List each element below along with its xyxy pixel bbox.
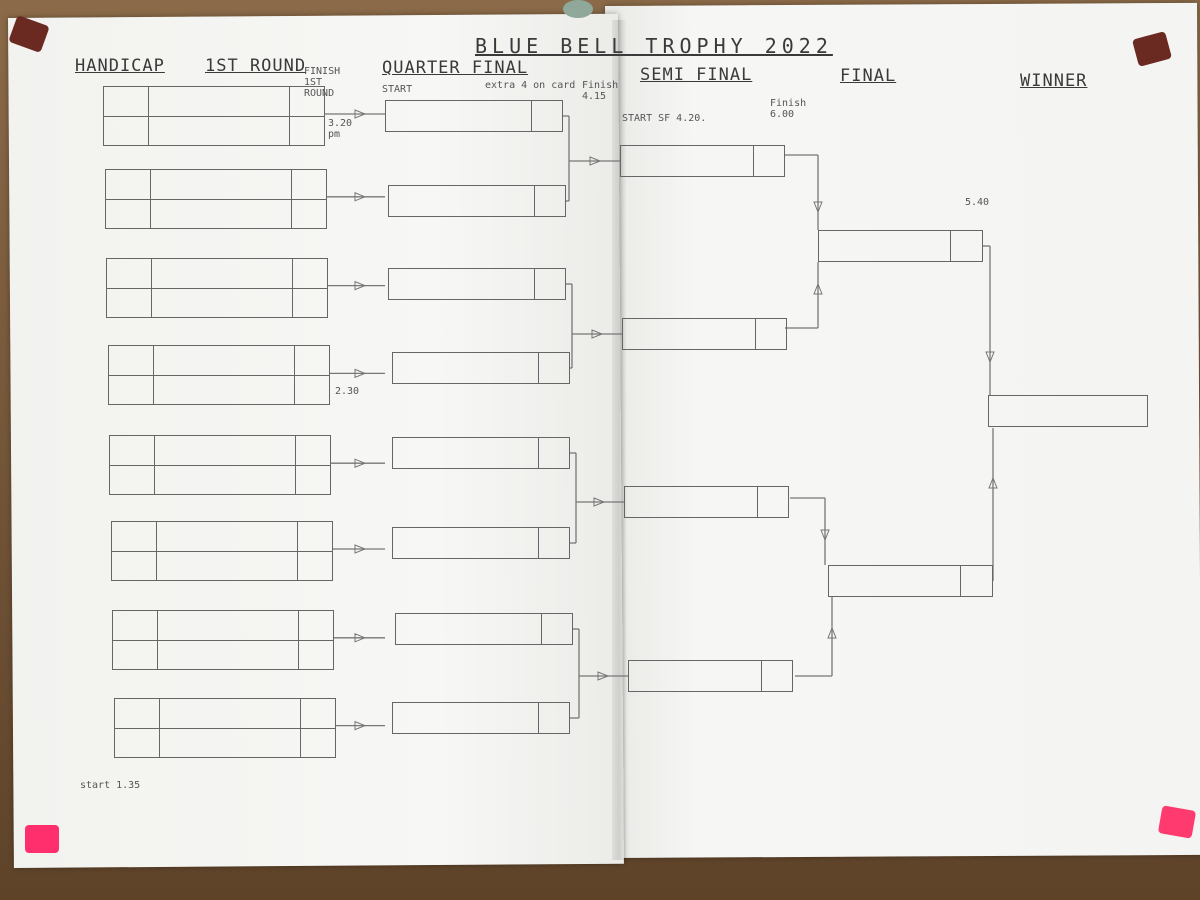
- quarter-final-divider: [538, 702, 539, 734]
- first-round-arrow: [354, 633, 367, 643]
- final-box: [828, 565, 993, 597]
- quarter-final-box: [385, 100, 563, 132]
- first-round-arrow: [354, 720, 367, 731]
- quarter-final-box: [392, 437, 570, 469]
- first-round-arrow: [354, 280, 367, 291]
- first-round-col-divider: [292, 257, 293, 318]
- note-time-230: 2.30: [335, 386, 360, 397]
- semi-final-divider: [757, 486, 758, 518]
- sf-arrow: [820, 529, 830, 542]
- first-round-col-divider: [296, 521, 298, 581]
- first-round-arrow: [354, 192, 367, 202]
- quarter-final-divider: [541, 613, 542, 645]
- note-start-135: start 1.35: [80, 780, 141, 791]
- quarter-final-box: [395, 613, 573, 645]
- winner-box: [988, 395, 1148, 427]
- final-divider: [950, 230, 951, 262]
- quarter-final-divider: [538, 352, 539, 384]
- first-round-col-divider: [157, 609, 158, 670]
- first-round-col-divider: [158, 697, 160, 758]
- note-finish-first-round: FINISH 1ST ROUND: [304, 66, 341, 99]
- quarter-final-divider: [534, 185, 535, 217]
- header-handicap: HANDICAP: [75, 56, 165, 76]
- first-round-col-divider: [289, 86, 290, 146]
- header-quarter-final: QUARTER FINAL: [382, 58, 529, 78]
- quarter-final-box: [388, 268, 566, 300]
- first-round-arrow: [354, 544, 367, 554]
- first-round-row-divider: [109, 465, 331, 467]
- first-round-row-divider: [112, 639, 334, 641]
- first-round-col-divider: [155, 521, 157, 581]
- quarter-final-divider: [538, 527, 539, 559]
- first-round-row-divider: [107, 375, 330, 377]
- note-finish-sf: Finish 6.00: [770, 98, 807, 120]
- note-time-540: 5.40: [965, 197, 990, 208]
- first-round-col-divider: [149, 168, 151, 229]
- note-start-sf: START SF 4.20.: [622, 113, 707, 124]
- quarter-final-box: [392, 702, 570, 734]
- semi-final-box: [620, 145, 785, 177]
- note-extra-4: extra 4 on card: [485, 80, 576, 91]
- note-time-320: 3.20 pm: [328, 118, 353, 140]
- qf-to-sf-arrow: [593, 497, 606, 507]
- semi-final-divider: [761, 660, 762, 692]
- header-first-round: 1ST ROUND: [205, 56, 307, 76]
- sf-arrow: [813, 201, 823, 214]
- semi-final-divider: [753, 145, 754, 177]
- qf-to-sf-arrow: [597, 671, 610, 681]
- tack-bottom-left: [25, 825, 59, 853]
- first-round-col-divider: [295, 435, 296, 496]
- quarter-final-box: [388, 185, 566, 217]
- first-round-row-divider: [104, 198, 327, 200]
- header-semi-final: SEMI FINAL: [640, 65, 753, 85]
- note-finish-qf: Finish 4.15: [582, 80, 619, 102]
- quarter-final-divider: [534, 268, 535, 300]
- quarter-final-box: [392, 352, 570, 384]
- note-start-qf: START: [382, 84, 413, 95]
- qf-to-sf-arrow: [591, 329, 604, 339]
- qf-to-sf-arrow: [589, 156, 602, 166]
- first-round-arrow: [354, 458, 367, 468]
- first-round-col-divider: [151, 257, 152, 318]
- final-arrow: [988, 476, 998, 489]
- final-box: [818, 230, 983, 262]
- quarter-final-box: [392, 527, 570, 559]
- page-title: BLUE BELL TROPHY 2022: [475, 34, 833, 58]
- first-round-arrow: [354, 109, 367, 119]
- first-round-col-divider: [293, 345, 295, 406]
- tack-top-center: [563, 0, 593, 18]
- first-round-col-divider: [148, 86, 149, 146]
- semi-final-box: [628, 660, 793, 692]
- semi-final-divider: [755, 318, 756, 350]
- first-round-arrow: [354, 368, 367, 379]
- final-arrow: [985, 351, 995, 364]
- semi-final-box: [624, 486, 789, 518]
- first-round-row-divider: [103, 116, 325, 117]
- sf-arrow: [813, 282, 823, 295]
- first-round-row-divider: [113, 727, 336, 729]
- first-round-row-divider: [110, 551, 333, 552]
- semi-final-box: [622, 318, 787, 350]
- first-round-col-divider: [299, 697, 301, 758]
- header-winner: WINNER: [1020, 71, 1088, 91]
- first-round-col-divider: [290, 168, 292, 229]
- paper-fold-shadow: [612, 20, 626, 860]
- first-round-row-divider: [106, 287, 328, 289]
- quarter-final-divider: [538, 437, 539, 469]
- sf-arrow: [827, 626, 837, 639]
- first-round-col-divider: [152, 345, 154, 406]
- first-round-col-divider: [154, 435, 155, 496]
- quarter-final-divider: [531, 100, 532, 132]
- first-round-col-divider: [298, 609, 299, 670]
- final-divider: [960, 565, 961, 597]
- header-final: FINAL: [840, 66, 897, 86]
